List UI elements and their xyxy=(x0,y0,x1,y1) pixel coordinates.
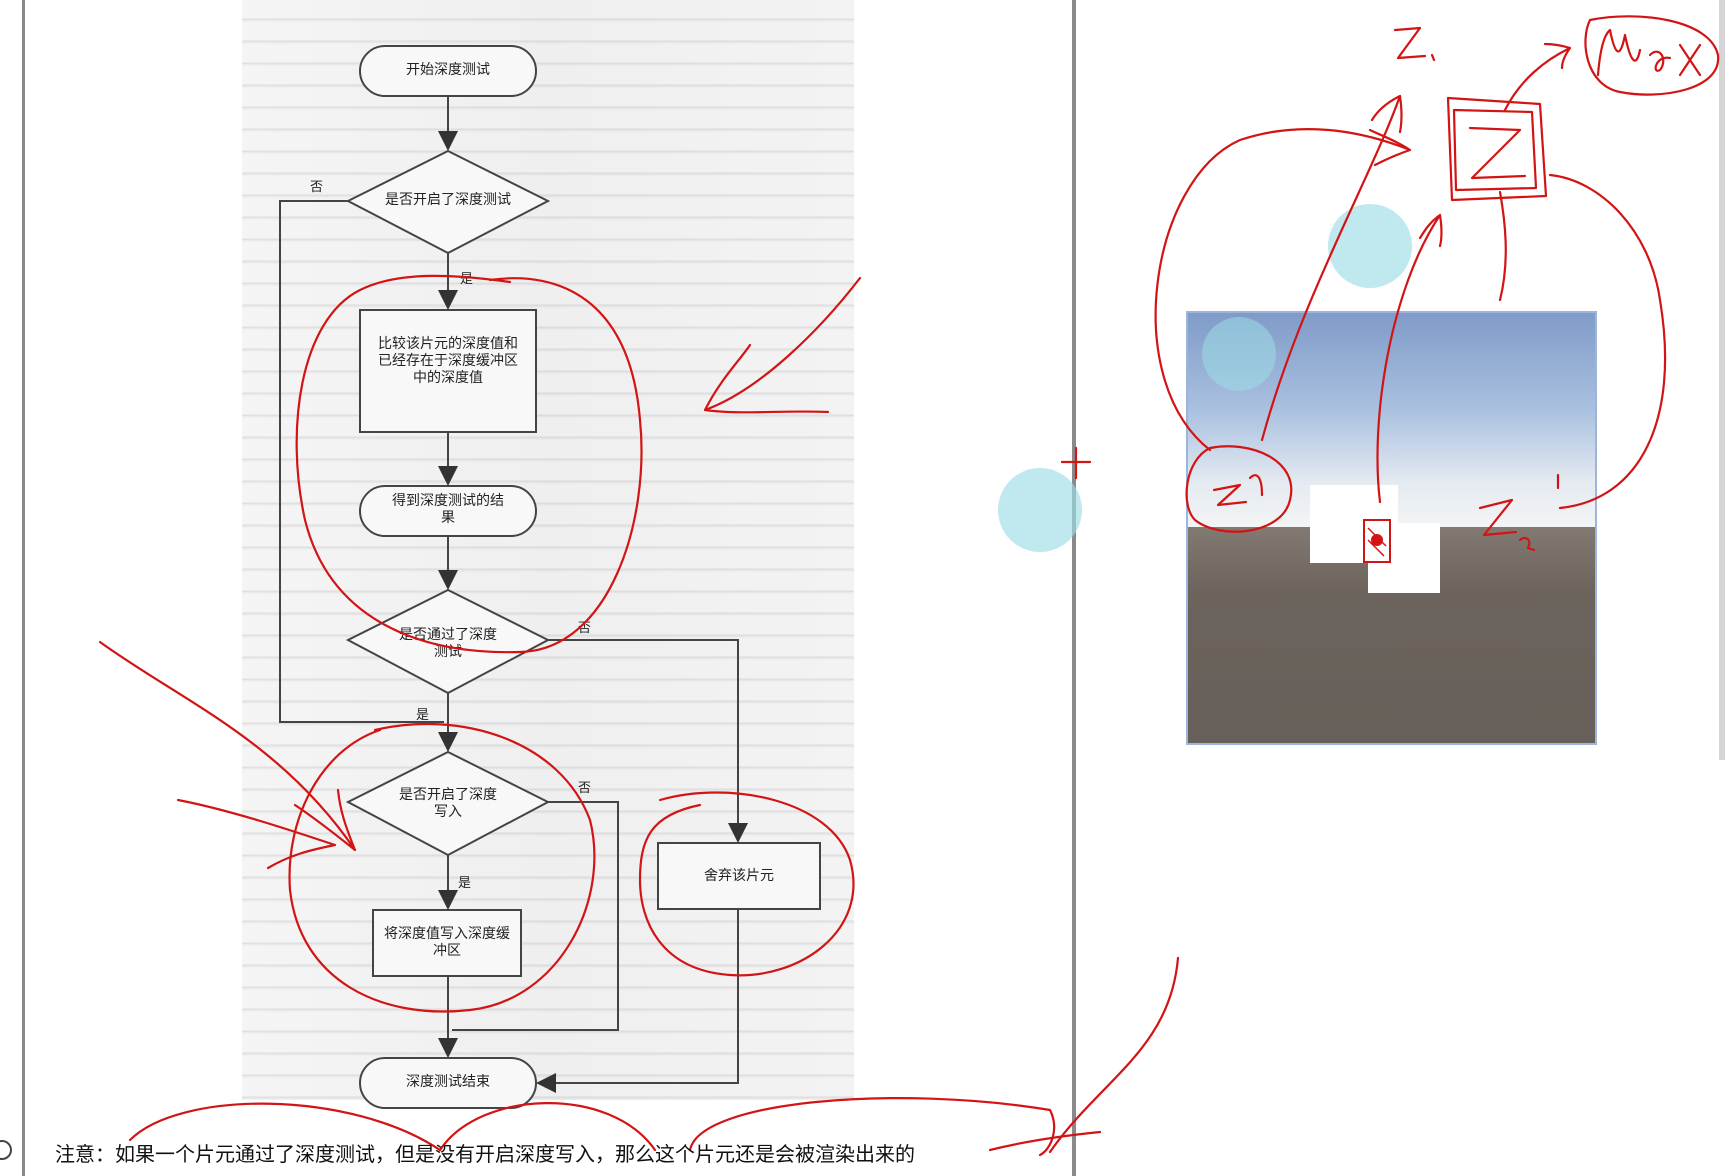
note-text: 注意：如果一个片元通过了深度测试，但是没有开启深度写入，那么这个片元还是会被渲染… xyxy=(55,1142,915,1166)
z-glyph-z2 xyxy=(1478,498,1536,552)
circle-write xyxy=(288,722,596,1013)
arrow-z2-right xyxy=(1548,173,1667,510)
start-label: 开始深度测试 xyxy=(406,62,490,78)
compare-label: 比较该片元的深度值和已经存在于深度缓冲区中的深度值 xyxy=(378,336,518,386)
cursor-highlight xyxy=(998,468,1082,552)
edge-label-no: 否 xyxy=(310,180,324,195)
circle-discard xyxy=(638,791,855,977)
underline-3 xyxy=(688,1097,1056,1157)
edge-label-yes: 是 xyxy=(458,876,472,891)
edge-label-no: 否 xyxy=(578,781,592,796)
scanned-text-lines xyxy=(242,0,854,1100)
arrow-long-left xyxy=(98,640,357,852)
scene-view xyxy=(1186,311,1597,745)
connector xyxy=(279,200,444,723)
discard-label: 舍弃该片元 xyxy=(704,868,774,884)
info-icon xyxy=(0,1140,12,1160)
cursor-cross xyxy=(1060,446,1092,480)
end-label: 深度测试结束 xyxy=(406,1074,490,1090)
compare-node xyxy=(359,309,537,433)
result-label: 得到深度测试的结果 xyxy=(392,493,504,526)
circle-max xyxy=(1584,15,1720,96)
decision-write-label: 是否开启了深度写入 xyxy=(399,787,497,820)
small-cube-marker xyxy=(1363,519,1391,563)
underline-1 xyxy=(128,1102,442,1152)
arrow-z1-up xyxy=(1260,94,1403,442)
arrow-z2-up xyxy=(1376,213,1443,504)
stroke-up xyxy=(1048,956,1180,1154)
decision-depth-test-label: 是否开启了深度测试 xyxy=(385,192,511,208)
write-label: 将深度值写入深度缓冲区 xyxy=(384,926,510,959)
underline-tail xyxy=(988,1130,1102,1152)
circle-z1 xyxy=(1185,445,1293,533)
cursor-highlight xyxy=(1328,204,1412,288)
line-to-box xyxy=(1498,190,1507,302)
underline-2 xyxy=(438,1102,657,1152)
scanned-page-background xyxy=(242,0,854,1100)
document-page-frame xyxy=(22,0,1076,1176)
connector xyxy=(548,639,748,843)
arrow-box-to-max xyxy=(1503,42,1572,112)
circle-compare xyxy=(295,274,643,654)
white-quad-front xyxy=(1368,523,1440,593)
max-glyph xyxy=(1596,28,1702,77)
connector xyxy=(536,909,739,1093)
edge-label-yes: 是 xyxy=(460,272,474,287)
cursor-highlight xyxy=(1202,317,1276,391)
box-z-inner xyxy=(1452,108,1538,192)
arrow-to-compare xyxy=(703,276,862,414)
arrow-short-left xyxy=(176,798,337,870)
edge-label-yes: 是 xyxy=(416,708,430,723)
connector xyxy=(452,801,619,1031)
z-glyph-z1 xyxy=(1212,474,1264,507)
scene-panel-edge xyxy=(1719,0,1725,760)
discard-node xyxy=(657,842,821,910)
z-glyph-top xyxy=(1393,26,1436,62)
z-glyph-box xyxy=(1468,126,1527,180)
write-node xyxy=(372,909,522,977)
arrow-z1-to-z xyxy=(1154,128,1412,452)
